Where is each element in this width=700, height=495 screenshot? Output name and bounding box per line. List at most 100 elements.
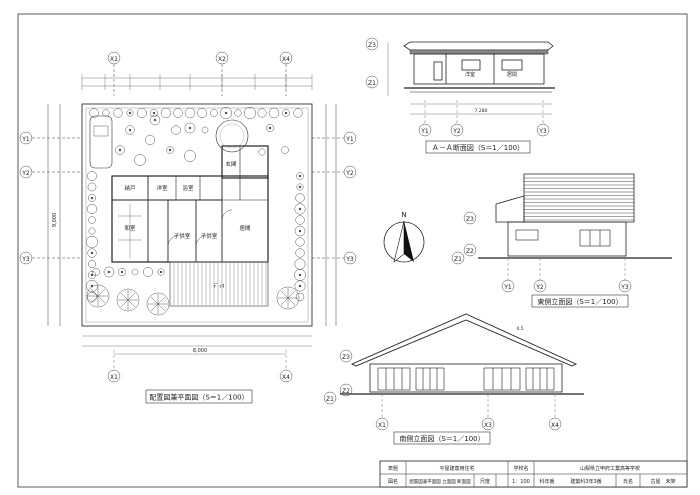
grid-label-y2-right: Y2: [345, 170, 354, 177]
plan-caption-box: [145, 389, 253, 404]
tree: [294, 203, 306, 215]
tb-value-scale: 1：100: [512, 479, 530, 485]
tree: [115, 145, 125, 155]
east-grid-y3: Y3: [620, 284, 629, 291]
tree-trunk: [120, 270, 124, 274]
tb-value-name: 配置図兼平面図 立面図 断面図: [409, 478, 471, 485]
tree-trunk: [159, 270, 163, 274]
plan-caption: 配置図兼平面図（S＝1／100）: [149, 393, 248, 402]
east-window-2: [579, 229, 611, 247]
east-window-1: [515, 229, 539, 241]
room-label-storage: 納戸: [124, 184, 136, 192]
tree: [113, 108, 123, 118]
large-tree-branch: [120, 292, 129, 301]
large-tree: [146, 292, 170, 316]
tree: [160, 107, 172, 119]
large-tree-branch: [287, 297, 296, 306]
room-label-deck: ﾃﾞｯｷ: [213, 283, 224, 290]
tree: [197, 108, 207, 118]
tree: [295, 193, 305, 203]
site-boundary: [81, 103, 313, 327]
plan-dim-total: 8,000: [193, 348, 207, 354]
tb-label-name: 図名: [388, 478, 398, 485]
tb-value-title: 平屋建専用住宅: [439, 465, 474, 472]
tree: [102, 109, 110, 117]
tree: [87, 182, 97, 192]
round-terrace-inner: [219, 123, 245, 149]
tree: [145, 135, 155, 145]
tree: [137, 108, 147, 118]
tree: [294, 225, 306, 237]
south-roof: [350, 313, 578, 367]
tree-trunk: [90, 196, 94, 200]
large-tree-branch: [157, 296, 166, 305]
large-tree-branch: [157, 303, 166, 312]
large-tree-branch: [280, 297, 289, 306]
room-label-bath: 浴室: [182, 184, 194, 192]
tree: [88, 216, 96, 224]
tree: [171, 125, 181, 135]
south-grid-x3: X3: [484, 422, 492, 429]
tb-label-school: 学校名: [513, 465, 528, 472]
tree: [143, 267, 153, 277]
tree: [282, 109, 290, 117]
section-grid-z1: Z1: [368, 80, 376, 87]
title-block: 表題 平屋建専用住宅 学校名 山梨県立甲府工業高等学校 図名 配置図兼平面図 立…: [379, 460, 688, 488]
tree: [149, 114, 161, 126]
south-grid-x1: X1: [378, 422, 386, 429]
room-label-child-1: 子供室: [174, 232, 191, 240]
tree: [293, 108, 303, 118]
tree: [134, 154, 146, 166]
tree: [87, 292, 97, 302]
tree-trunk: [298, 185, 302, 189]
grid-label-x2-top: X2: [218, 56, 226, 63]
tree: [294, 280, 306, 292]
tree: [295, 237, 305, 247]
tree-trunk: [90, 273, 94, 277]
plan-top-grid: [107, 51, 293, 96]
tree-trunk: [128, 128, 132, 132]
tree: [117, 267, 127, 277]
tree: [166, 146, 174, 154]
room-label-child-2: 子供室: [201, 232, 218, 240]
tree: [88, 227, 96, 235]
east-grid-z1: Z1: [454, 256, 462, 263]
tree-trunk: [118, 148, 122, 152]
site-plan: X1 X2 X4 Y1 Y2: [19, 51, 357, 404]
large-tree-branch: [97, 295, 106, 304]
large-tree: [86, 284, 110, 308]
plan-dim-total-v: 9,000: [52, 213, 58, 227]
tb-value-school: 山梨県立甲府工業高等学校: [580, 465, 640, 472]
large-tree-branch: [97, 288, 106, 297]
sheet-border: [17, 13, 688, 488]
tb-value-dept: 建築科3年3番: [570, 478, 601, 485]
tree: [258, 148, 266, 156]
tree-trunk: [128, 111, 132, 115]
section-roof-rafters: [409, 49, 549, 55]
tree: [219, 106, 233, 120]
tree: [184, 122, 196, 134]
tree-trunk: [188, 126, 192, 130]
south-grid-z3: Z3: [342, 354, 350, 361]
tree: [294, 258, 306, 270]
grid-label-x4-top: X4: [282, 56, 290, 63]
tree-trunk: [152, 111, 156, 115]
tree: [296, 172, 304, 180]
south-elevation: Z3 Z2 Z1 X1 X3 X4 4.5 南側立面図（S＝1／100）: [323, 313, 584, 445]
room-label-living: 居間: [239, 225, 251, 232]
tree-trunk: [107, 270, 111, 274]
tree: [234, 109, 242, 117]
tree-trunk: [298, 284, 302, 288]
section-caption: Ａ－Ａ断面図（S＝1／100）: [432, 143, 524, 152]
section-grid-y1: Y1: [420, 128, 429, 135]
room-label-entrance: 玄関: [225, 160, 237, 168]
tree: [87, 171, 97, 181]
round-terrace: [215, 119, 249, 153]
tree: [295, 292, 305, 302]
grid-label-x1-bottom: X1: [110, 374, 118, 381]
grid-label-x4-bottom: X4: [282, 374, 290, 381]
east-roof-lower: [495, 195, 525, 223]
section-grid-y3: Y3: [538, 128, 547, 135]
section-roof: [403, 41, 554, 51]
tree: [268, 107, 280, 119]
